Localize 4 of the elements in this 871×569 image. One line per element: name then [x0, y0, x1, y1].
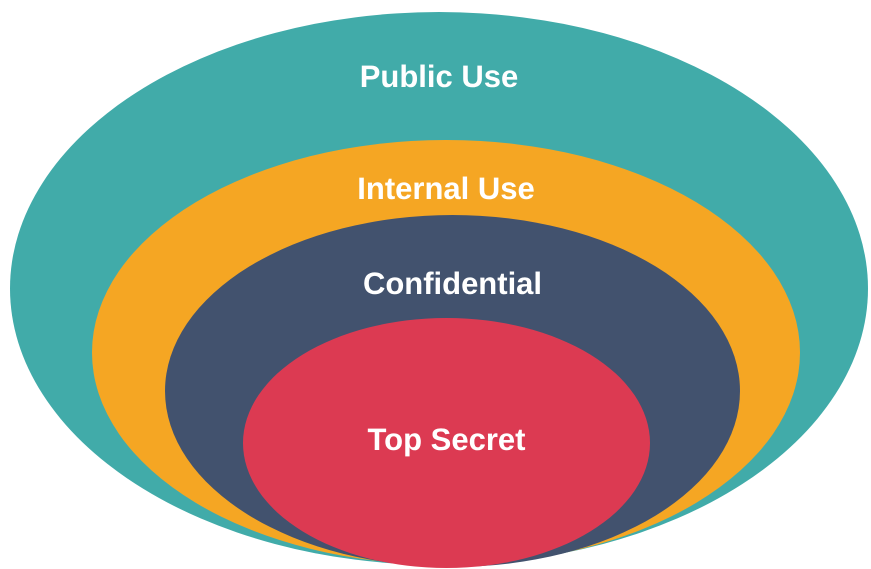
level-label: Internal Use — [357, 171, 535, 207]
level-label: Confidential — [362, 266, 542, 302]
level-label: Public Use — [360, 59, 518, 95]
level-label: Top Secret — [368, 422, 526, 458]
